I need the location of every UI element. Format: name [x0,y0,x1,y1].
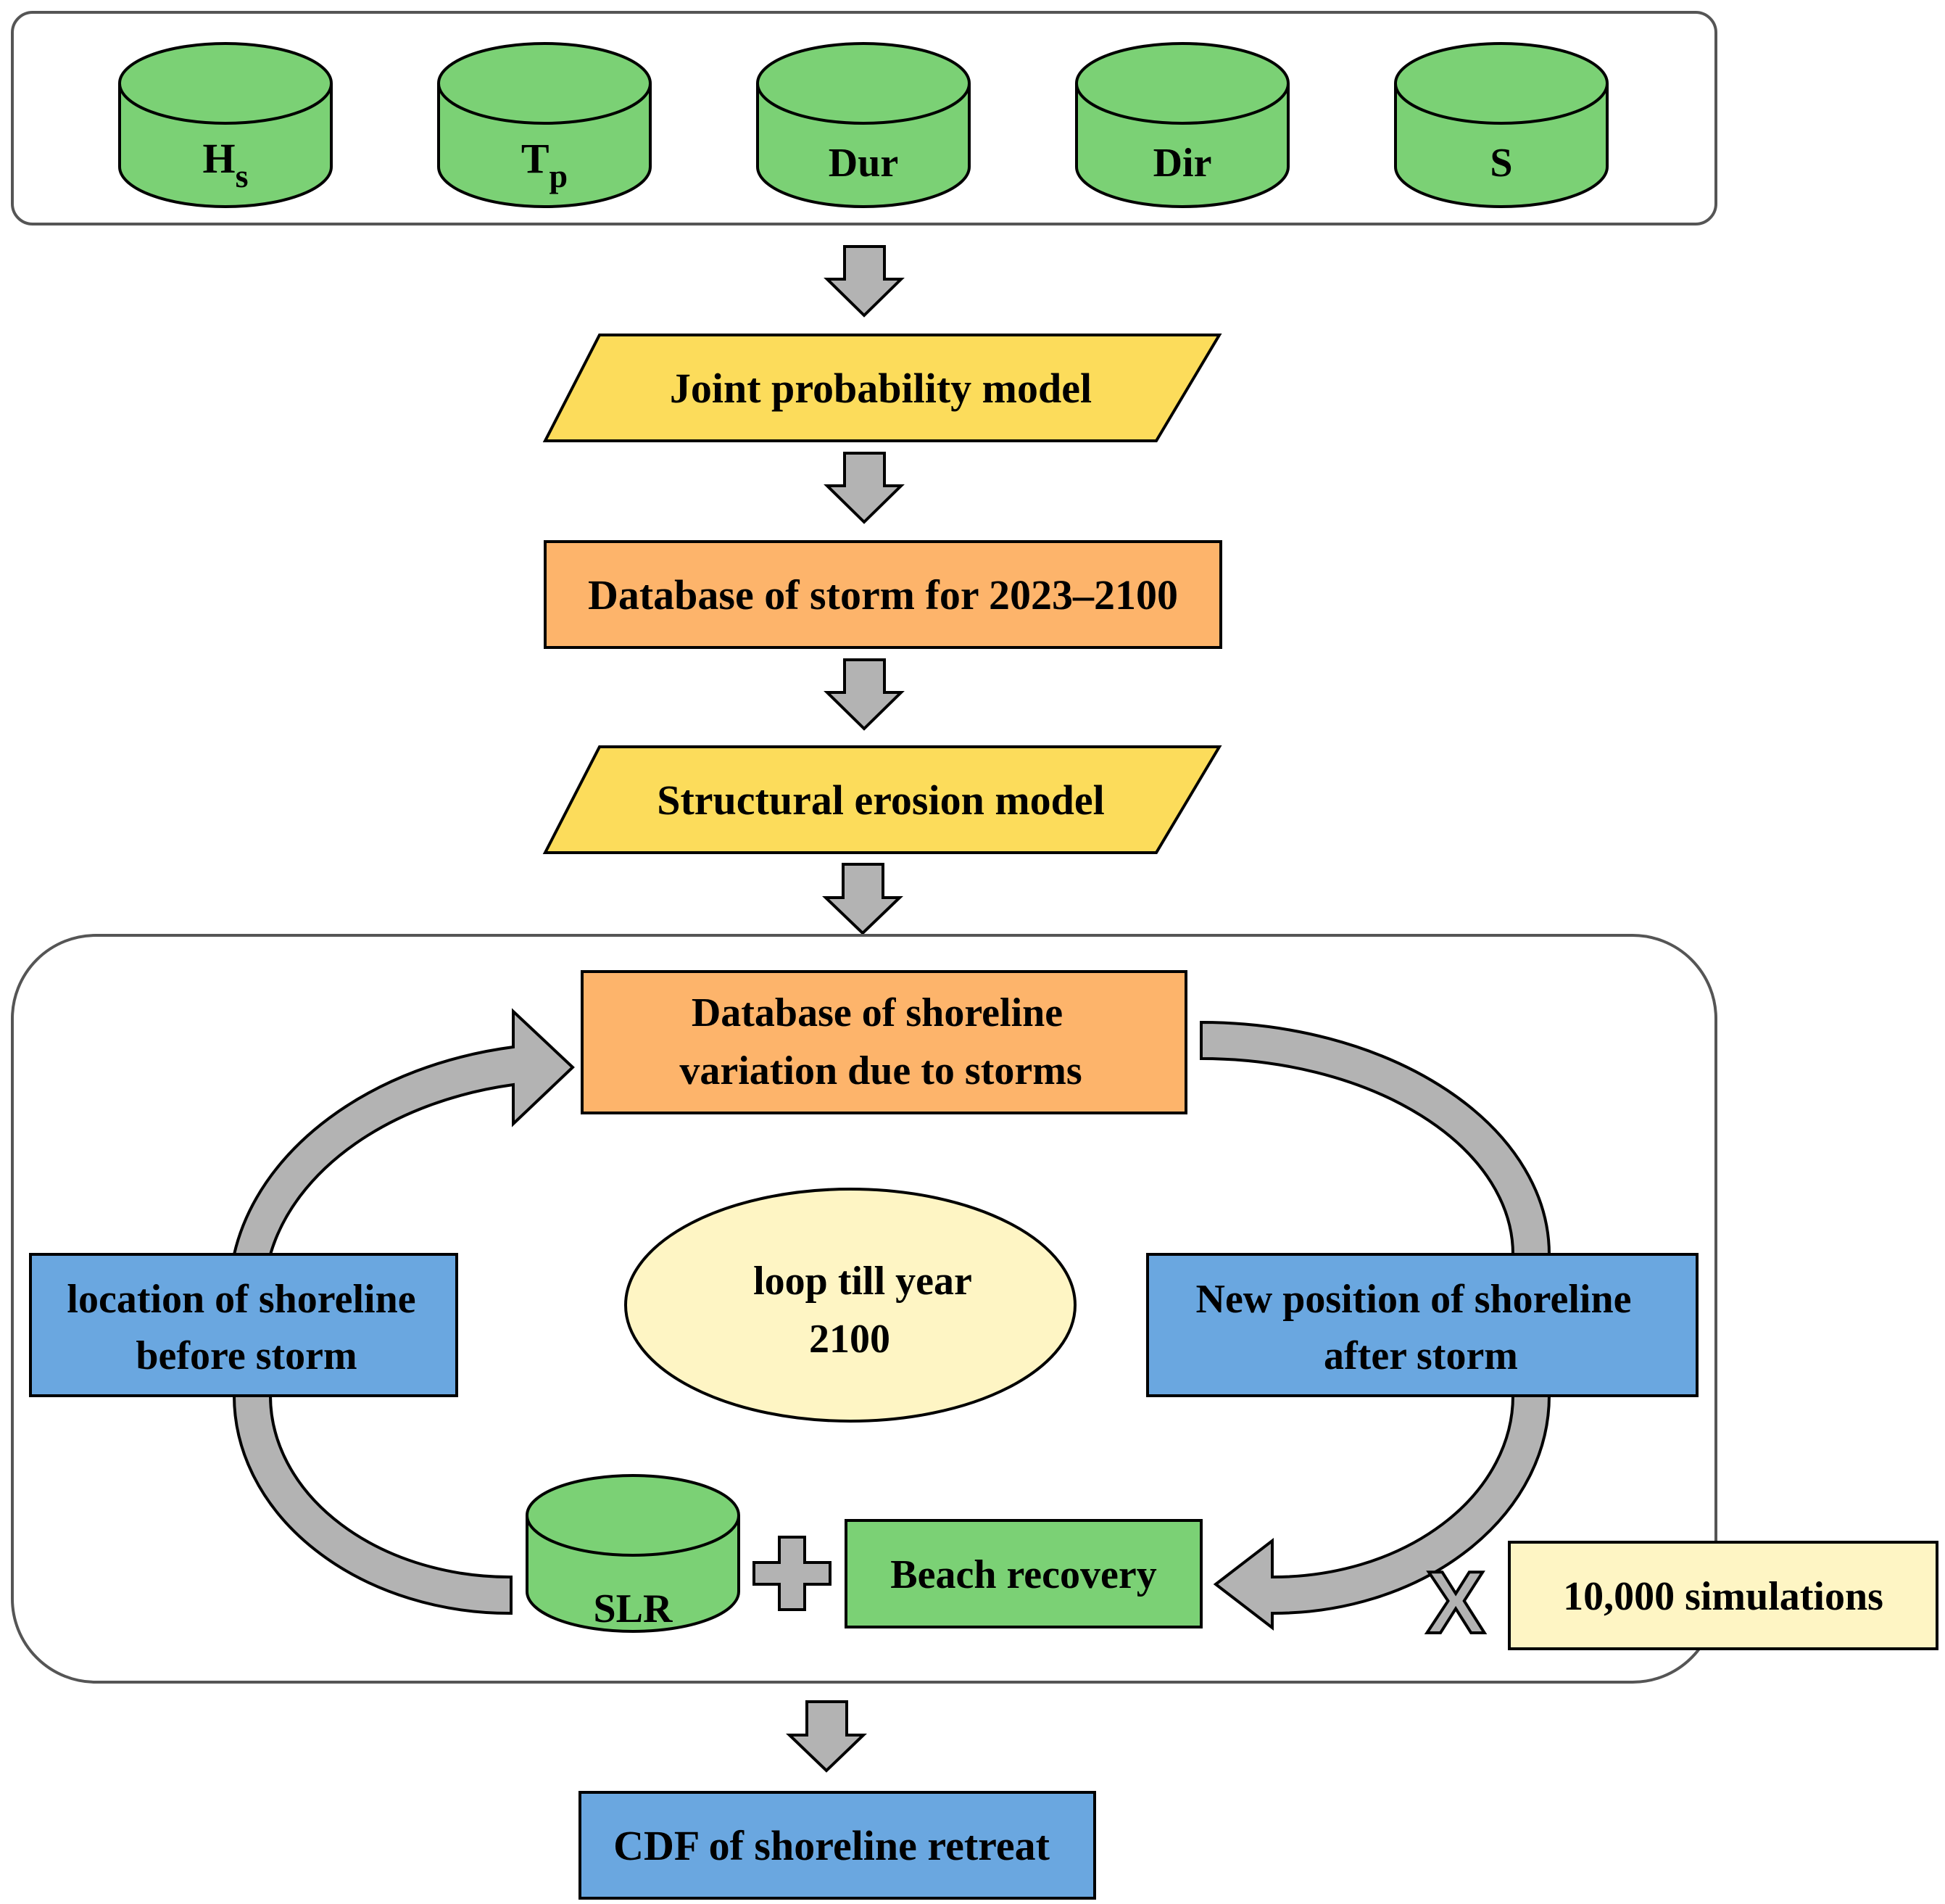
input-label-s: S [1490,141,1512,186]
storm-database-box [544,540,1222,649]
before-storm-box [29,1253,458,1397]
before-storm-line-1: location of shoreline [67,1277,415,1322]
cdf-output-label: CDF of shoreline retreat [613,1822,1050,1869]
input-cylinder-s: S [1394,42,1609,208]
down-arrow-4 [822,863,903,935]
after-storm-line-2: after storm [1324,1333,1518,1378]
input-cylinder-hs: Hs [118,42,333,208]
input-subscript-tp: p [550,157,568,194]
curved-arrow-top-left [232,1008,575,1256]
svg-text:Hs: Hs [202,135,248,194]
input-label-dir: Dir [1153,141,1212,186]
joint-probability-model-label: Joint probability model [670,365,1092,412]
input-label-hs: H [202,135,235,182]
input-label-dur: Dur [829,141,898,186]
before-storm-line-2: before storm [136,1333,357,1378]
beach-recovery-label: Beach recovery [890,1552,1156,1597]
slr-cylinder: SLR [526,1474,740,1633]
input-label-tp: T [521,135,550,182]
down-arrow-5 [786,1700,867,1773]
shoreline-variation-database-box [581,970,1187,1114]
beach-recovery-box [845,1519,1203,1628]
input-subscript-hs: s [236,157,249,194]
loop-note-line-2: 2100 [809,1317,890,1362]
joint-probability-model-box [542,334,1222,442]
times-icon: X [1426,1553,1485,1652]
simulations-box [1508,1541,1938,1650]
down-arrow-3 [824,658,905,731]
svg-text:Tp: Tp [521,135,568,194]
curved-arrow-bottom-right [1213,1394,1551,1631]
loop-note-line-1: loop till year [753,1259,972,1304]
cdf-output-box [578,1791,1096,1900]
storm-database-label: Database of storm for 2023–2100 [588,571,1178,618]
plus-text: + [0,0,1,1]
structural-erosion-model-label: Structural erosion model [657,777,1105,824]
shoreline-variation-line-1: Database of shoreline [692,990,1063,1035]
input-cylinder-dur: Dur [756,42,971,208]
shoreline-variation-line-2: variation due to storms [679,1048,1082,1093]
loop-note-ellipse [624,1188,1077,1423]
down-arrow-1 [824,245,905,318]
after-storm-box [1146,1253,1699,1397]
down-arrow-2 [824,452,905,524]
slr-label: SLR [594,1586,673,1631]
input-cylinder-tp: Tp [437,42,652,208]
after-storm-line-1: New position of shoreline [1196,1277,1632,1322]
curved-arrow-bottom-left [232,1394,513,1615]
simulations-label: 10,000 simulations [1563,1574,1883,1619]
plus-icon [752,1536,832,1611]
input-cylinder-dir: Dir [1075,42,1290,208]
structural-erosion-model-box [542,745,1222,854]
